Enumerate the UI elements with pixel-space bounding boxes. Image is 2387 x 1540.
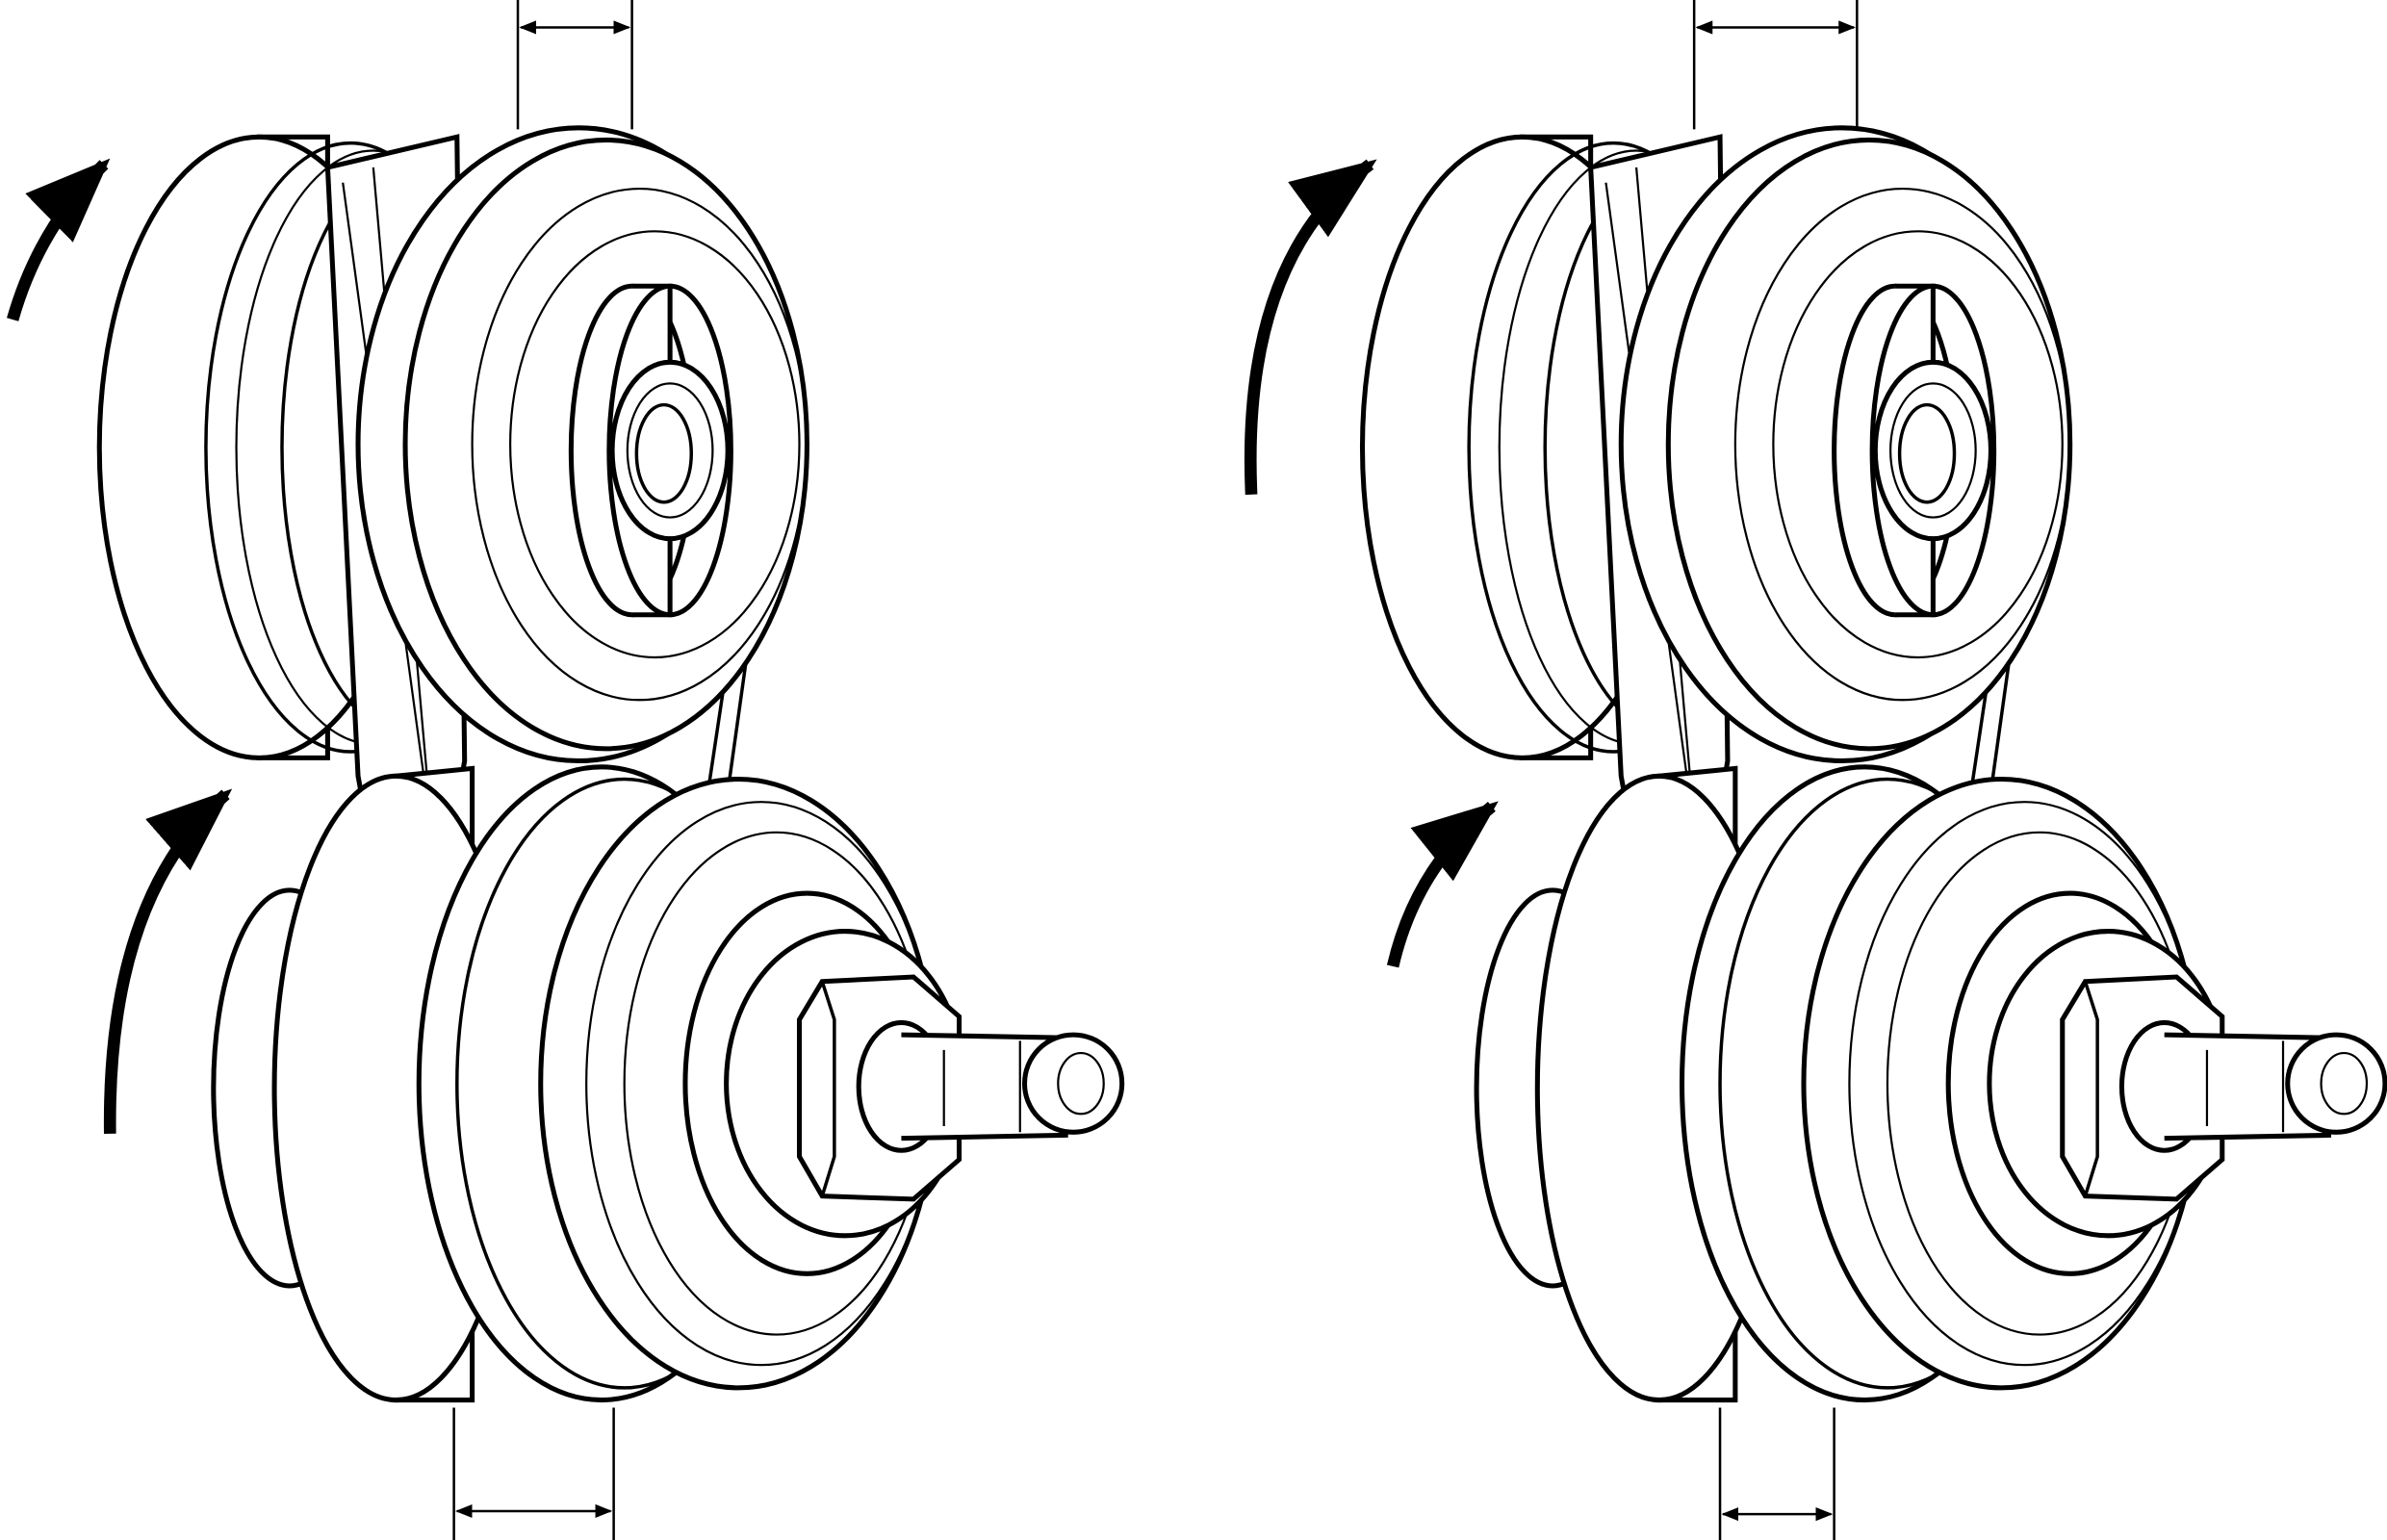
dimension-top-right bbox=[1692, 0, 1859, 130]
left-pulley-pair bbox=[99, 128, 1121, 1400]
dimension-bottom-left bbox=[452, 1407, 615, 1540]
rotation-arrow-icon bbox=[1386, 801, 1499, 968]
rotation-arrow-icon bbox=[7, 158, 111, 321]
dimension-top-left bbox=[516, 0, 633, 130]
right-pulley-pair bbox=[1362, 128, 2384, 1400]
rotation-arrow-icon bbox=[1244, 159, 1377, 496]
rotation-arrow-icon bbox=[103, 788, 233, 1134]
dimension-bottom-right bbox=[1718, 1407, 1835, 1540]
